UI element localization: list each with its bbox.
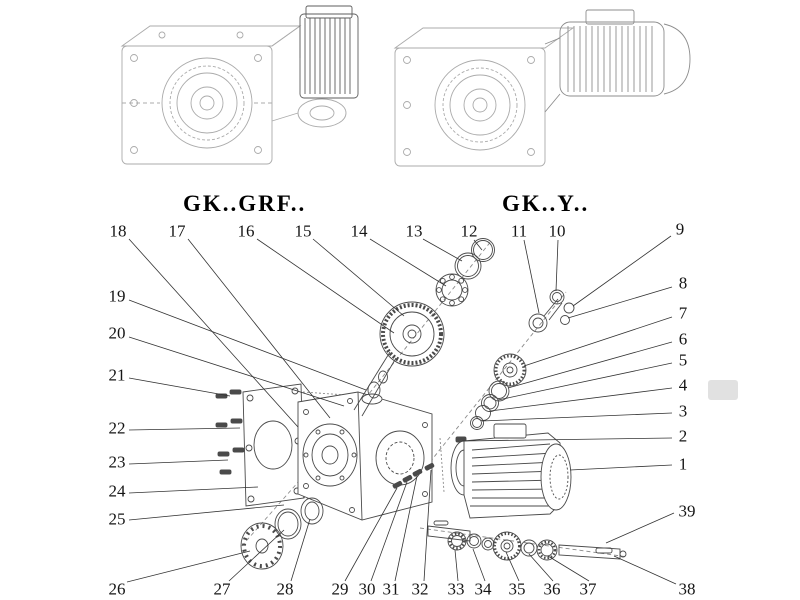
part-number-17: 17	[168, 221, 186, 241]
part-number-5: 5	[678, 350, 688, 370]
part-number-39: 39	[678, 501, 696, 521]
part-number-22: 22	[108, 418, 126, 438]
leader-line-6	[507, 341, 673, 389]
part-number-26: 26	[108, 579, 126, 599]
part-number-16: 16	[237, 221, 255, 241]
leader-line-27	[228, 529, 285, 582]
leader-line-21	[128, 377, 231, 397]
motor-drawing	[544, 9, 691, 113]
leader-line-28	[290, 518, 311, 582]
part-number-24: 24	[108, 481, 126, 501]
part-number-7: 7	[678, 303, 688, 323]
leader-line-13	[422, 238, 463, 262]
leader-line-24	[128, 486, 259, 494]
watermark	[708, 380, 738, 400]
part-number-2: 2	[678, 426, 688, 446]
leader-line-20	[128, 336, 345, 407]
model-label-grf: GK..GRF..	[183, 191, 307, 216]
input-fin-housing	[299, 5, 359, 99]
part-number-27: 27	[213, 579, 231, 599]
leader-line-26	[126, 550, 251, 583]
gearbox-drawing-grf	[120, 5, 359, 165]
gear-housing	[297, 391, 433, 521]
part-number-13: 13	[405, 221, 423, 241]
leader-line-4	[489, 387, 673, 412]
part-number-12: 12	[460, 221, 478, 241]
output-shaft-assembly	[427, 520, 627, 561]
motor-fasteners	[392, 436, 467, 489]
leader-line-15	[312, 238, 405, 317]
part-number-15: 15	[294, 221, 312, 241]
leader-line-39	[605, 512, 675, 544]
leader-line-33	[454, 549, 459, 582]
leader-line-31	[394, 475, 418, 582]
part-number-10: 10	[548, 221, 566, 241]
leader-line-5	[497, 362, 673, 401]
part-number-6: 6	[678, 329, 688, 349]
leader-line-17	[187, 238, 331, 419]
part-number-20: 20	[108, 323, 126, 343]
part-number-9: 9	[675, 219, 685, 239]
leader-line-22	[128, 427, 241, 431]
leader-line-2	[461, 437, 673, 442]
cover-disc-stack	[240, 497, 324, 570]
leader-line-34	[472, 548, 486, 582]
part-number-38: 38	[678, 579, 696, 599]
part-number-30: 30	[358, 579, 376, 599]
mounting-flange-plate	[242, 383, 305, 507]
leader-line-29	[344, 487, 398, 582]
part-number-33: 33	[447, 579, 465, 599]
part-number-4: 4	[678, 375, 688, 395]
part-number-1: 1	[678, 454, 688, 474]
leader-line-8	[567, 286, 673, 319]
part-number-35: 35	[508, 579, 526, 599]
leader-line-1	[569, 464, 673, 471]
part-number-19: 19	[108, 286, 126, 306]
part-number-36: 36	[543, 579, 561, 599]
leader-line-35	[505, 551, 520, 582]
leader-line-37	[547, 555, 590, 582]
leader-line-18	[128, 238, 299, 428]
leader-line-9	[572, 235, 672, 307]
part-number-25: 25	[108, 509, 126, 529]
bevel-pinion-stack	[470, 289, 575, 430]
leader-line-23	[128, 459, 229, 465]
leader-line-19	[128, 299, 367, 391]
gearbox-drawing-gky	[393, 9, 691, 167]
leader-line-25	[128, 504, 285, 521]
part-number-31: 31	[382, 579, 400, 599]
input-gear-stack	[353, 238, 495, 417]
leader-line-30	[370, 481, 408, 582]
part-number-18: 18	[109, 221, 127, 241]
part-number-32: 32	[411, 579, 429, 599]
leader-lines	[126, 235, 677, 585]
part-number-14: 14	[350, 221, 368, 241]
leader-line-38	[613, 555, 677, 585]
leader-line-36	[528, 553, 554, 582]
part-number-23: 23	[108, 452, 126, 472]
part-number-37: 37	[579, 579, 597, 599]
leader-line-3	[481, 412, 673, 422]
part-number-34: 34	[474, 579, 492, 599]
motor	[450, 423, 572, 519]
leader-line-14	[369, 238, 447, 287]
leader-line-12	[473, 239, 483, 251]
leader-line-32	[423, 469, 432, 582]
part-number-28: 28	[276, 579, 294, 599]
model-label-gky: GK..Y..	[502, 191, 590, 216]
part-number-29: 29	[331, 579, 349, 599]
leader-line-16	[256, 238, 395, 334]
part-number-8: 8	[678, 273, 688, 293]
leader-line-7	[523, 316, 673, 367]
leader-line-10	[555, 239, 559, 292]
part-number-3: 3	[678, 401, 688, 421]
leader-line-11	[523, 239, 540, 314]
part-number-11: 11	[510, 221, 528, 241]
part-number-21: 21	[108, 365, 126, 385]
exploded-view	[215, 238, 629, 570]
